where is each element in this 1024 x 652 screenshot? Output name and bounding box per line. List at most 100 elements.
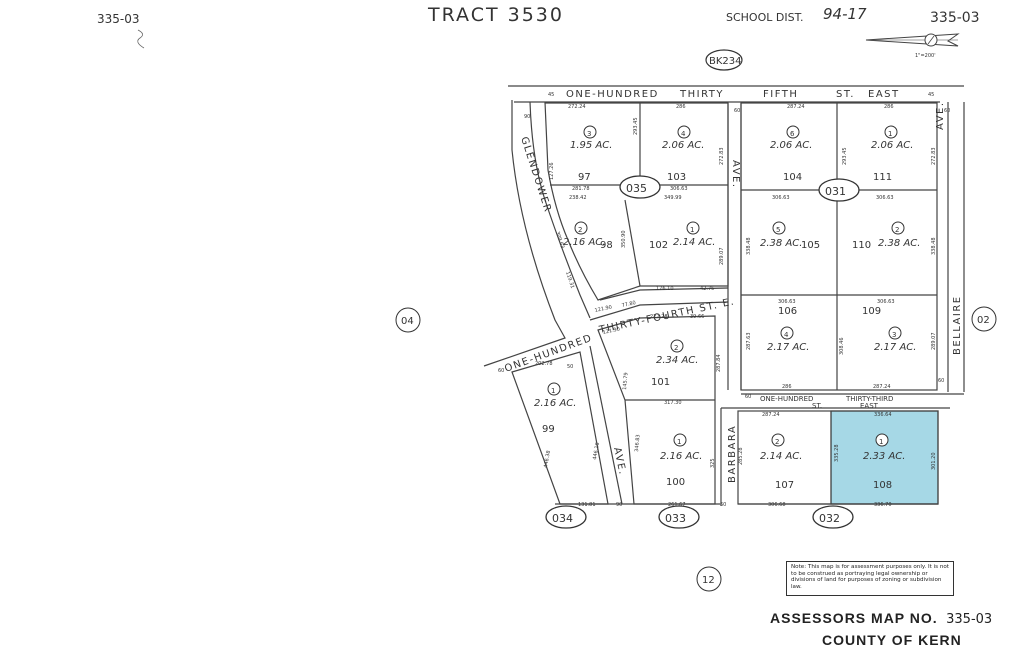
parcel-102[interactable]: 1 2.14 AC. 102 <box>649 221 715 251</box>
parcel-acres: 2.16 AC. <box>660 451 702 462</box>
parcel-acres: 2.17 AC. <box>767 342 809 353</box>
block-033-oval[interactable] <box>658 505 700 529</box>
parcel-106[interactable]: 4 2.17 AC. 106 <box>767 306 809 353</box>
parcel-109[interactable]: 3 2.17 AC. 109 <box>862 306 916 353</box>
lot-number: 3 <box>892 331 896 339</box>
lot-number-circle <box>677 125 691 139</box>
lot-number-circle <box>884 125 898 139</box>
lot-number-circle <box>888 326 902 340</box>
block-031-oval[interactable] <box>818 178 860 202</box>
dim: 301.20 <box>931 453 937 471</box>
parcel-acres: 2.06 AC. <box>770 140 812 151</box>
adjacent-02-label: 02 <box>977 315 990 326</box>
parcel-id: 105 <box>801 240 820 251</box>
parcel-id: 104 <box>783 172 802 183</box>
parcel-id: 99 <box>542 424 555 435</box>
parcel-104[interactable]: 6 2.06 AC. 104 <box>770 125 812 183</box>
dim: 325 <box>710 458 716 468</box>
block-035-oval[interactable] <box>619 175 661 199</box>
dim: 287.63 <box>746 333 752 351</box>
dim: 272.24 <box>568 104 586 110</box>
block-035-label: 035 <box>626 182 647 195</box>
parcel-id: 110 <box>852 240 871 251</box>
parcel-97[interactable]: 3 1.95 AC. 97 <box>570 125 612 183</box>
parcel-103[interactable]: 4 2.06 AC. 103 <box>662 125 704 183</box>
parcel-108[interactable]: 1 2.33 AC. 108 <box>863 433 905 491</box>
dim: 335.28 <box>834 445 840 463</box>
parcel-acres: 2.38 AC. <box>878 238 920 249</box>
block-034-oval[interactable] <box>545 505 587 529</box>
dim: 39.66 <box>690 314 704 320</box>
lot-number-circle <box>891 221 905 235</box>
parcel-acres: 2.17 AC. <box>874 342 916 353</box>
parcel-id: 109 <box>862 306 881 317</box>
parcel-108-highlight[interactable] <box>830 410 939 505</box>
dim: 346.83 <box>634 434 642 452</box>
ave-line <box>589 345 623 505</box>
thirty-fourth-street-line <box>599 287 729 301</box>
street-bottom-2: THIRTY-THIRD <box>845 395 893 403</box>
lot-number-circle <box>772 221 786 235</box>
dim: 127.26 <box>549 163 555 181</box>
lot-number: 2 <box>674 344 678 352</box>
dim: 60 <box>720 502 726 508</box>
adjacent-map-04[interactable] <box>395 307 421 333</box>
dim: 281.78 <box>572 186 590 192</box>
block-035-outline <box>544 101 729 301</box>
dim: 131.81 <box>578 502 596 508</box>
dim: 336.70 <box>874 502 892 508</box>
street-top-2: THIRTY <box>679 89 724 100</box>
parcel-acres: 2.06 AC. <box>871 140 913 151</box>
assessor-label: ASSESSORS MAP NO. <box>770 610 938 626</box>
lot-number-circle <box>771 433 785 447</box>
lot-number-circle <box>583 125 597 139</box>
block-032-oval[interactable] <box>812 505 854 529</box>
parcel-acres: 2.38 AC. <box>760 238 802 249</box>
block-031-label: 031 <box>825 185 846 198</box>
dim: 287.24 <box>873 384 891 390</box>
block-034-label: 034 <box>552 512 573 525</box>
dim: 293.45 <box>633 118 639 136</box>
school-dist-label: SCHOOL DIST. <box>726 11 803 24</box>
parcel-107[interactable]: 2 2.14 AC. 107 <box>760 433 802 491</box>
lot-number: 4 <box>681 130 686 138</box>
parcel-110[interactable]: 2 2.38 AC. 110 <box>852 221 920 251</box>
lot-number: 5 <box>776 226 780 234</box>
adjacent-map-02[interactable] <box>971 306 997 332</box>
dim: 306.63 <box>876 195 894 201</box>
dim: 293.45 <box>842 148 848 166</box>
block-032-label: 032 <box>819 512 840 525</box>
disclaimer-note-text: Note: This map is for assessment purpose… <box>791 564 950 590</box>
parcel-id: 101 <box>651 377 670 388</box>
dim: 285.28 <box>738 448 744 466</box>
street-bellaire: BELLAIRE <box>952 295 963 355</box>
parcel-101[interactable]: 2 2.34 AC. 101 <box>651 339 698 388</box>
lot-number: 2 <box>775 438 779 446</box>
parcel-98[interactable]: 2 2.16 AC. 98 <box>563 221 613 251</box>
parcel-99[interactable]: 1 2.16 AC. 99 <box>534 382 576 435</box>
lot-number-circle <box>786 125 800 139</box>
dim: 60 <box>498 368 504 374</box>
dim: 227.28 <box>650 314 668 320</box>
lot-number: 6 <box>790 130 795 138</box>
parcel-111[interactable]: 1 2.06 AC. 111 <box>871 125 913 183</box>
lot-number: 2 <box>578 226 582 234</box>
dim: 287.24 <box>787 104 805 110</box>
dim: 90 <box>616 502 622 508</box>
lot-number-circle <box>875 433 889 447</box>
parcel-100[interactable]: 1 2.16 AC. 100 <box>660 433 702 488</box>
dim: 121.90 <box>594 304 612 314</box>
parcel-acres: 2.14 AC. <box>760 451 802 462</box>
dim: 306.63 <box>670 186 688 192</box>
parcel-105[interactable]: 5 2.38 AC. 105 <box>760 221 820 251</box>
dim: 45 <box>928 92 934 98</box>
parcel-acres: 2.16 AC. <box>534 398 576 409</box>
adjacent-map-12[interactable] <box>696 566 722 592</box>
dim: 289.07 <box>931 333 937 351</box>
block-033-label: 033 <box>665 512 686 525</box>
dim: 272.83 <box>931 148 937 166</box>
parcel-acres: 2.06 AC. <box>662 140 704 151</box>
street-glendower: GLENDOWER <box>518 136 553 215</box>
lot-number: 2 <box>895 226 899 234</box>
map-ref-right: 335-03 <box>930 10 980 26</box>
